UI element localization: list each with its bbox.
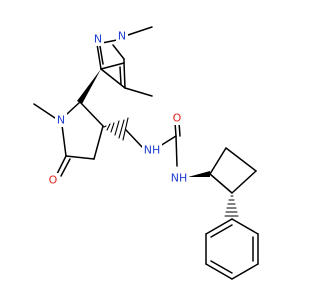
bond	[112, 44, 125, 60]
bond	[209, 147, 227, 175]
bond	[205, 218, 233, 235]
stereo-wedge-bond	[77, 69, 101, 104]
bond	[65, 155, 95, 160]
molecule-structure-diagram: N N N O O NH NH	[33, 26, 259, 280]
bond	[66, 101, 81, 115]
bond	[209, 173, 233, 194]
benzene-ring	[205, 218, 259, 280]
carbonyl-bond	[56, 155, 67, 175]
pyrazole-ring	[96, 39, 126, 89]
bond	[93, 125, 104, 160]
atom-label-n: N	[57, 114, 65, 127]
atom-label-nh: NH	[144, 144, 161, 157]
atom-label-n: N	[118, 30, 126, 43]
bond-aromatic-inner	[210, 260, 233, 274]
stereo-wedge-bond	[188, 171, 210, 177]
bond	[225, 147, 257, 172]
pyrrolidine-ring	[61, 101, 104, 160]
bond	[79, 101, 104, 127]
methylene-bond	[125, 129, 144, 149]
bond-double-inner	[99, 45, 104, 65]
stereo-hash-bond	[103, 117, 129, 141]
bond	[205, 263, 233, 280]
n-methyl-bond	[127, 26, 153, 36]
urea-bond	[175, 135, 178, 167]
bond-double-inner	[119, 66, 122, 85]
n-methyl-bond	[33, 103, 56, 119]
bond	[96, 43, 102, 70]
stereo-hash-bond	[224, 195, 239, 217]
atom-label-n: N	[94, 33, 102, 46]
carbonyl-bond-double	[60, 158, 71, 177]
atom-label-o: O	[173, 112, 182, 125]
bond	[100, 62, 125, 70]
bond	[61, 124, 67, 157]
bond-aromatic-inner	[210, 224, 233, 238]
atom-labels: N N N O O NH NH	[47, 29, 189, 187]
atom-label-o: O	[49, 174, 58, 187]
atom-label-nh: NH	[171, 172, 188, 185]
bond	[100, 68, 126, 89]
bond	[231, 170, 257, 194]
urea-bond	[159, 135, 177, 147]
c-methyl-bond	[124, 87, 153, 97]
bond	[123, 62, 126, 89]
cyclobutane-ring	[209, 147, 257, 194]
bond	[231, 218, 259, 235]
bond	[231, 263, 259, 280]
